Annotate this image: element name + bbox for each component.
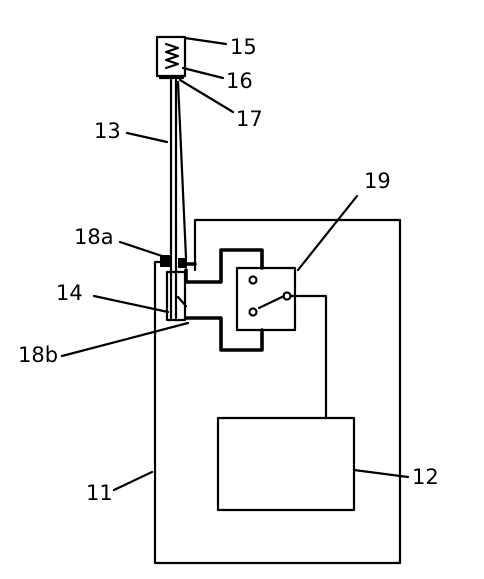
- label-11: 11: [86, 481, 113, 505]
- spring-16: [164, 42, 180, 70]
- leader-11: [112, 470, 154, 492]
- leader-14: [92, 294, 170, 314]
- leader-17: [178, 78, 235, 114]
- contact-14: [165, 270, 187, 322]
- label-15: 15: [230, 35, 257, 59]
- switch-19: [235, 266, 297, 332]
- switch-blade: [257, 294, 286, 310]
- bracket-18a: [160, 255, 171, 267]
- leader-18b: [60, 321, 190, 358]
- wire-loop: [184, 248, 264, 284]
- label-17: 17: [236, 107, 263, 131]
- leader-13: [125, 131, 169, 144]
- label-14: 14: [56, 281, 83, 305]
- label-18a: 18a: [74, 225, 114, 249]
- leader-15: [183, 36, 228, 46]
- cap-15: [155, 35, 187, 78]
- leader-19: [296, 194, 359, 272]
- housing-11: [153, 218, 402, 565]
- bracket-18a-right: [178, 258, 187, 268]
- label-13: 13: [94, 119, 121, 143]
- load-12: [216, 416, 356, 512]
- switch-contact-bottom: [248, 307, 258, 317]
- leader-16: [181, 66, 225, 80]
- label-19: 19: [364, 169, 391, 193]
- rod-13-inner: [176, 80, 188, 260]
- label-12: 12: [412, 465, 439, 489]
- leader-18a: [118, 240, 164, 258]
- wire-to-load: [289, 294, 328, 420]
- label-16: 16: [226, 69, 253, 93]
- contact-14-tick: [176, 295, 188, 308]
- leader-12: [352, 468, 410, 479]
- wire-loop-lower: [184, 316, 264, 352]
- label-18b: 18b: [18, 343, 58, 367]
- switch-contact-top: [248, 275, 258, 285]
